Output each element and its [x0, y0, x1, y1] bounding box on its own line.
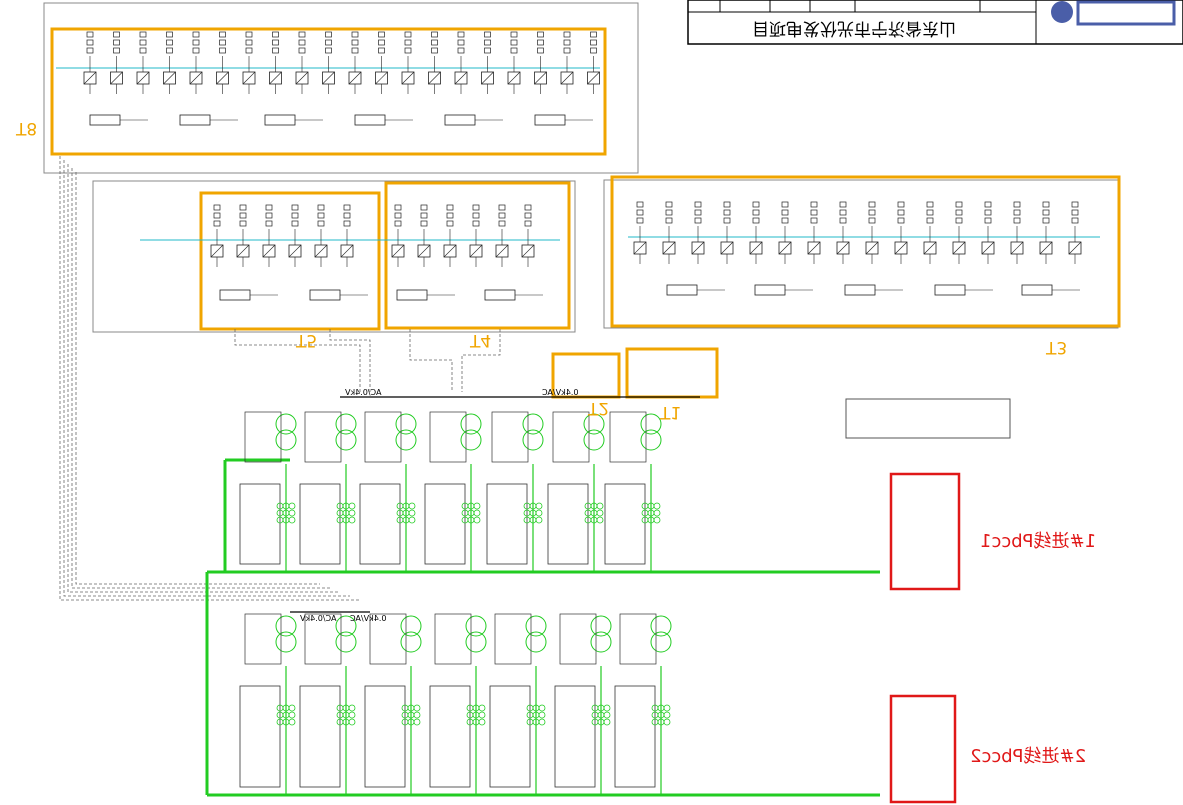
zone-T4-box: [384, 181, 571, 330]
combiner-box: [534, 114, 566, 126]
pv-string-unit: [216, 31, 229, 94]
combiner-box: [754, 284, 786, 296]
pv-string-unit: [1039, 201, 1053, 264]
pv-string-unit: [242, 31, 256, 94]
combiner-box: [89, 114, 121, 126]
pv-string-unit: [210, 204, 224, 267]
switchgear-panel: [299, 411, 357, 572]
combiner-box: [844, 284, 876, 296]
switchgear-panel: [359, 411, 417, 572]
combiner-box: [396, 289, 428, 301]
pv-string-unit: [481, 31, 494, 94]
combiner-box: [219, 289, 251, 301]
bus-label-4: 0.4kV/AC: [350, 614, 387, 623]
bus-label-1: 0.4kV/AC: [542, 388, 579, 397]
pv-string-unit: [340, 204, 354, 267]
pv-string-unit: [417, 204, 431, 267]
pv-string-unit: [865, 201, 879, 264]
pv-string-unit: [295, 31, 309, 94]
switchgear-panel: [489, 613, 547, 795]
zone-label-T2: T2: [588, 398, 610, 418]
zone-T3-box: [610, 175, 1121, 328]
zone-label-T1: T1: [660, 402, 682, 422]
pv-string-unit: [587, 31, 600, 94]
switchgear-panel: [364, 613, 422, 795]
pv-string-unit: [322, 31, 335, 94]
pv-string-unit: [136, 31, 150, 94]
pv-string-unit: [1068, 201, 1082, 264]
pv-string-unit: [836, 201, 850, 264]
combiner-box: [484, 289, 516, 301]
pv-string-unit: [163, 31, 176, 94]
pv-string-unit: [469, 204, 483, 267]
pv-string-unit: [560, 31, 574, 94]
bus-label-3: AC/0.4kV: [300, 614, 337, 623]
pv-string-unit: [288, 204, 302, 267]
pv-string-unit: [83, 31, 97, 94]
pv-string-unit: [495, 204, 509, 267]
feeder-2-box: [889, 694, 957, 804]
switchgear-panel: [239, 411, 297, 572]
zone-T5-box: [199, 191, 381, 331]
zone-label-T5: T5: [296, 330, 318, 350]
pv-string-unit: [923, 201, 937, 264]
pv-string-unit: [507, 31, 521, 94]
pv-string-unit: [749, 201, 763, 264]
switchgear-panel: [299, 613, 357, 795]
pv-string-unit: [110, 31, 123, 94]
bus-label-2: AC/0.4kV: [345, 388, 382, 397]
pv-string-unit: [269, 31, 282, 94]
pv-string-unit: [314, 204, 328, 267]
switchgear-panel: [239, 613, 297, 795]
pv-string-unit: [633, 201, 647, 264]
pv-string-unit: [691, 201, 705, 264]
pv-string-unit: [778, 201, 792, 264]
zone-label-T3: T3: [1046, 337, 1068, 357]
switchgear-panel: [604, 411, 662, 572]
switchgear-panel: [614, 613, 672, 795]
pv-string-unit: [662, 201, 676, 264]
zone-T8-box: [50, 27, 607, 156]
logo: [1051, 0, 1176, 26]
switchgear-panel: [547, 411, 605, 572]
switchgear-panel: [554, 613, 612, 795]
combiner-box: [264, 114, 296, 126]
feeder-label-2: 2#进线Pbcc2: [970, 746, 1087, 767]
pv-string-unit: [348, 31, 362, 94]
pv-string-unit: [391, 204, 405, 267]
pv-string-unit: [981, 201, 995, 264]
combiner-box: [179, 114, 211, 126]
combiner-box: [934, 284, 966, 296]
zone-label-T8: T8: [16, 118, 38, 138]
pv-string-unit: [534, 31, 547, 94]
switchgear-panel: [486, 411, 544, 572]
pv-string-unit: [375, 31, 388, 94]
feeder-label-1: 1#进线Pbcc1: [980, 531, 1097, 552]
combiner-box: [444, 114, 476, 126]
switchgear-panel: [424, 411, 482, 572]
pv-string-unit: [952, 201, 966, 264]
pv-string-unit: [262, 204, 276, 267]
pv-string-unit: [236, 204, 250, 267]
combiner-box: [1021, 284, 1053, 296]
zone-label-T4: T4: [470, 330, 492, 350]
pv-string-unit: [807, 201, 821, 264]
pv-string-unit: [401, 31, 415, 94]
combiner-box: [354, 114, 386, 126]
pv-string-unit: [443, 204, 457, 267]
pv-string-unit: [454, 31, 468, 94]
pv-string-unit: [720, 201, 734, 264]
pv-string-unit: [894, 201, 908, 264]
combiner-box: [666, 284, 698, 296]
switchgear-panel: [429, 613, 487, 795]
pv-string-unit: [1010, 201, 1024, 264]
combiner-box: [309, 289, 341, 301]
zone-T1-box: [625, 347, 719, 399]
pv-string-unit: [521, 204, 535, 267]
feeder-1-box: [889, 472, 961, 591]
pv-string-unit: [428, 31, 441, 94]
project-title: 山东省济宁市光伏发电项目: [752, 18, 956, 38]
pv-string-unit: [189, 31, 203, 94]
